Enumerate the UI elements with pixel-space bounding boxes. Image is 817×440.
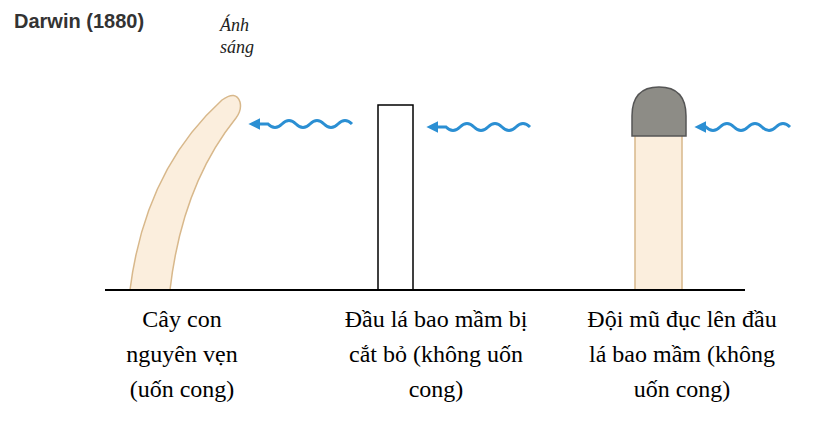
cut-coleoptile (378, 105, 413, 290)
bent-seedling (130, 95, 241, 290)
caption: Cây con nguyên vẹn (uốn cong) (107, 302, 257, 407)
ground-line (105, 289, 745, 291)
opaque-cap (632, 87, 686, 136)
light-wave (258, 121, 352, 128)
light-label: Ánh sáng (220, 14, 275, 58)
capped-coleoptile (635, 130, 682, 290)
light-wave (704, 124, 790, 131)
caption: Đầu lá bao mầm bị cắt bỏ (không uốn cong… (344, 302, 529, 407)
light-wave (436, 124, 530, 131)
caption: Đội mũ đục lên đầu lá bao mầm (không uốn… (582, 302, 782, 407)
diagram-title: Darwin (1880) (14, 10, 144, 33)
